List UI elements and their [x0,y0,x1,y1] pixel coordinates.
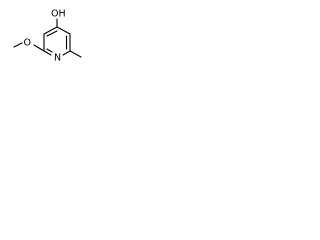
ring-nitrogen-label: N [54,53,61,64]
bond-c2-o-methoxy [33,44,45,52]
bond-c6-methyl [69,50,82,58]
structure-diagram: OH N O [13,9,82,64]
double-bond-c4-c3-inner [46,30,58,37]
hydroxyl-label: OH [51,9,66,20]
ring-bond-n1-c6 [62,50,71,56]
bond-o-methyl [13,42,23,48]
double-bond-c2-n1-inner [46,48,53,53]
ring-bond-c5-c4 [56,26,71,35]
ring-bond-c2-n1 [43,50,52,56]
ring-bond-c4-c3 [43,26,58,35]
ether-oxygen-label: O [24,38,31,49]
